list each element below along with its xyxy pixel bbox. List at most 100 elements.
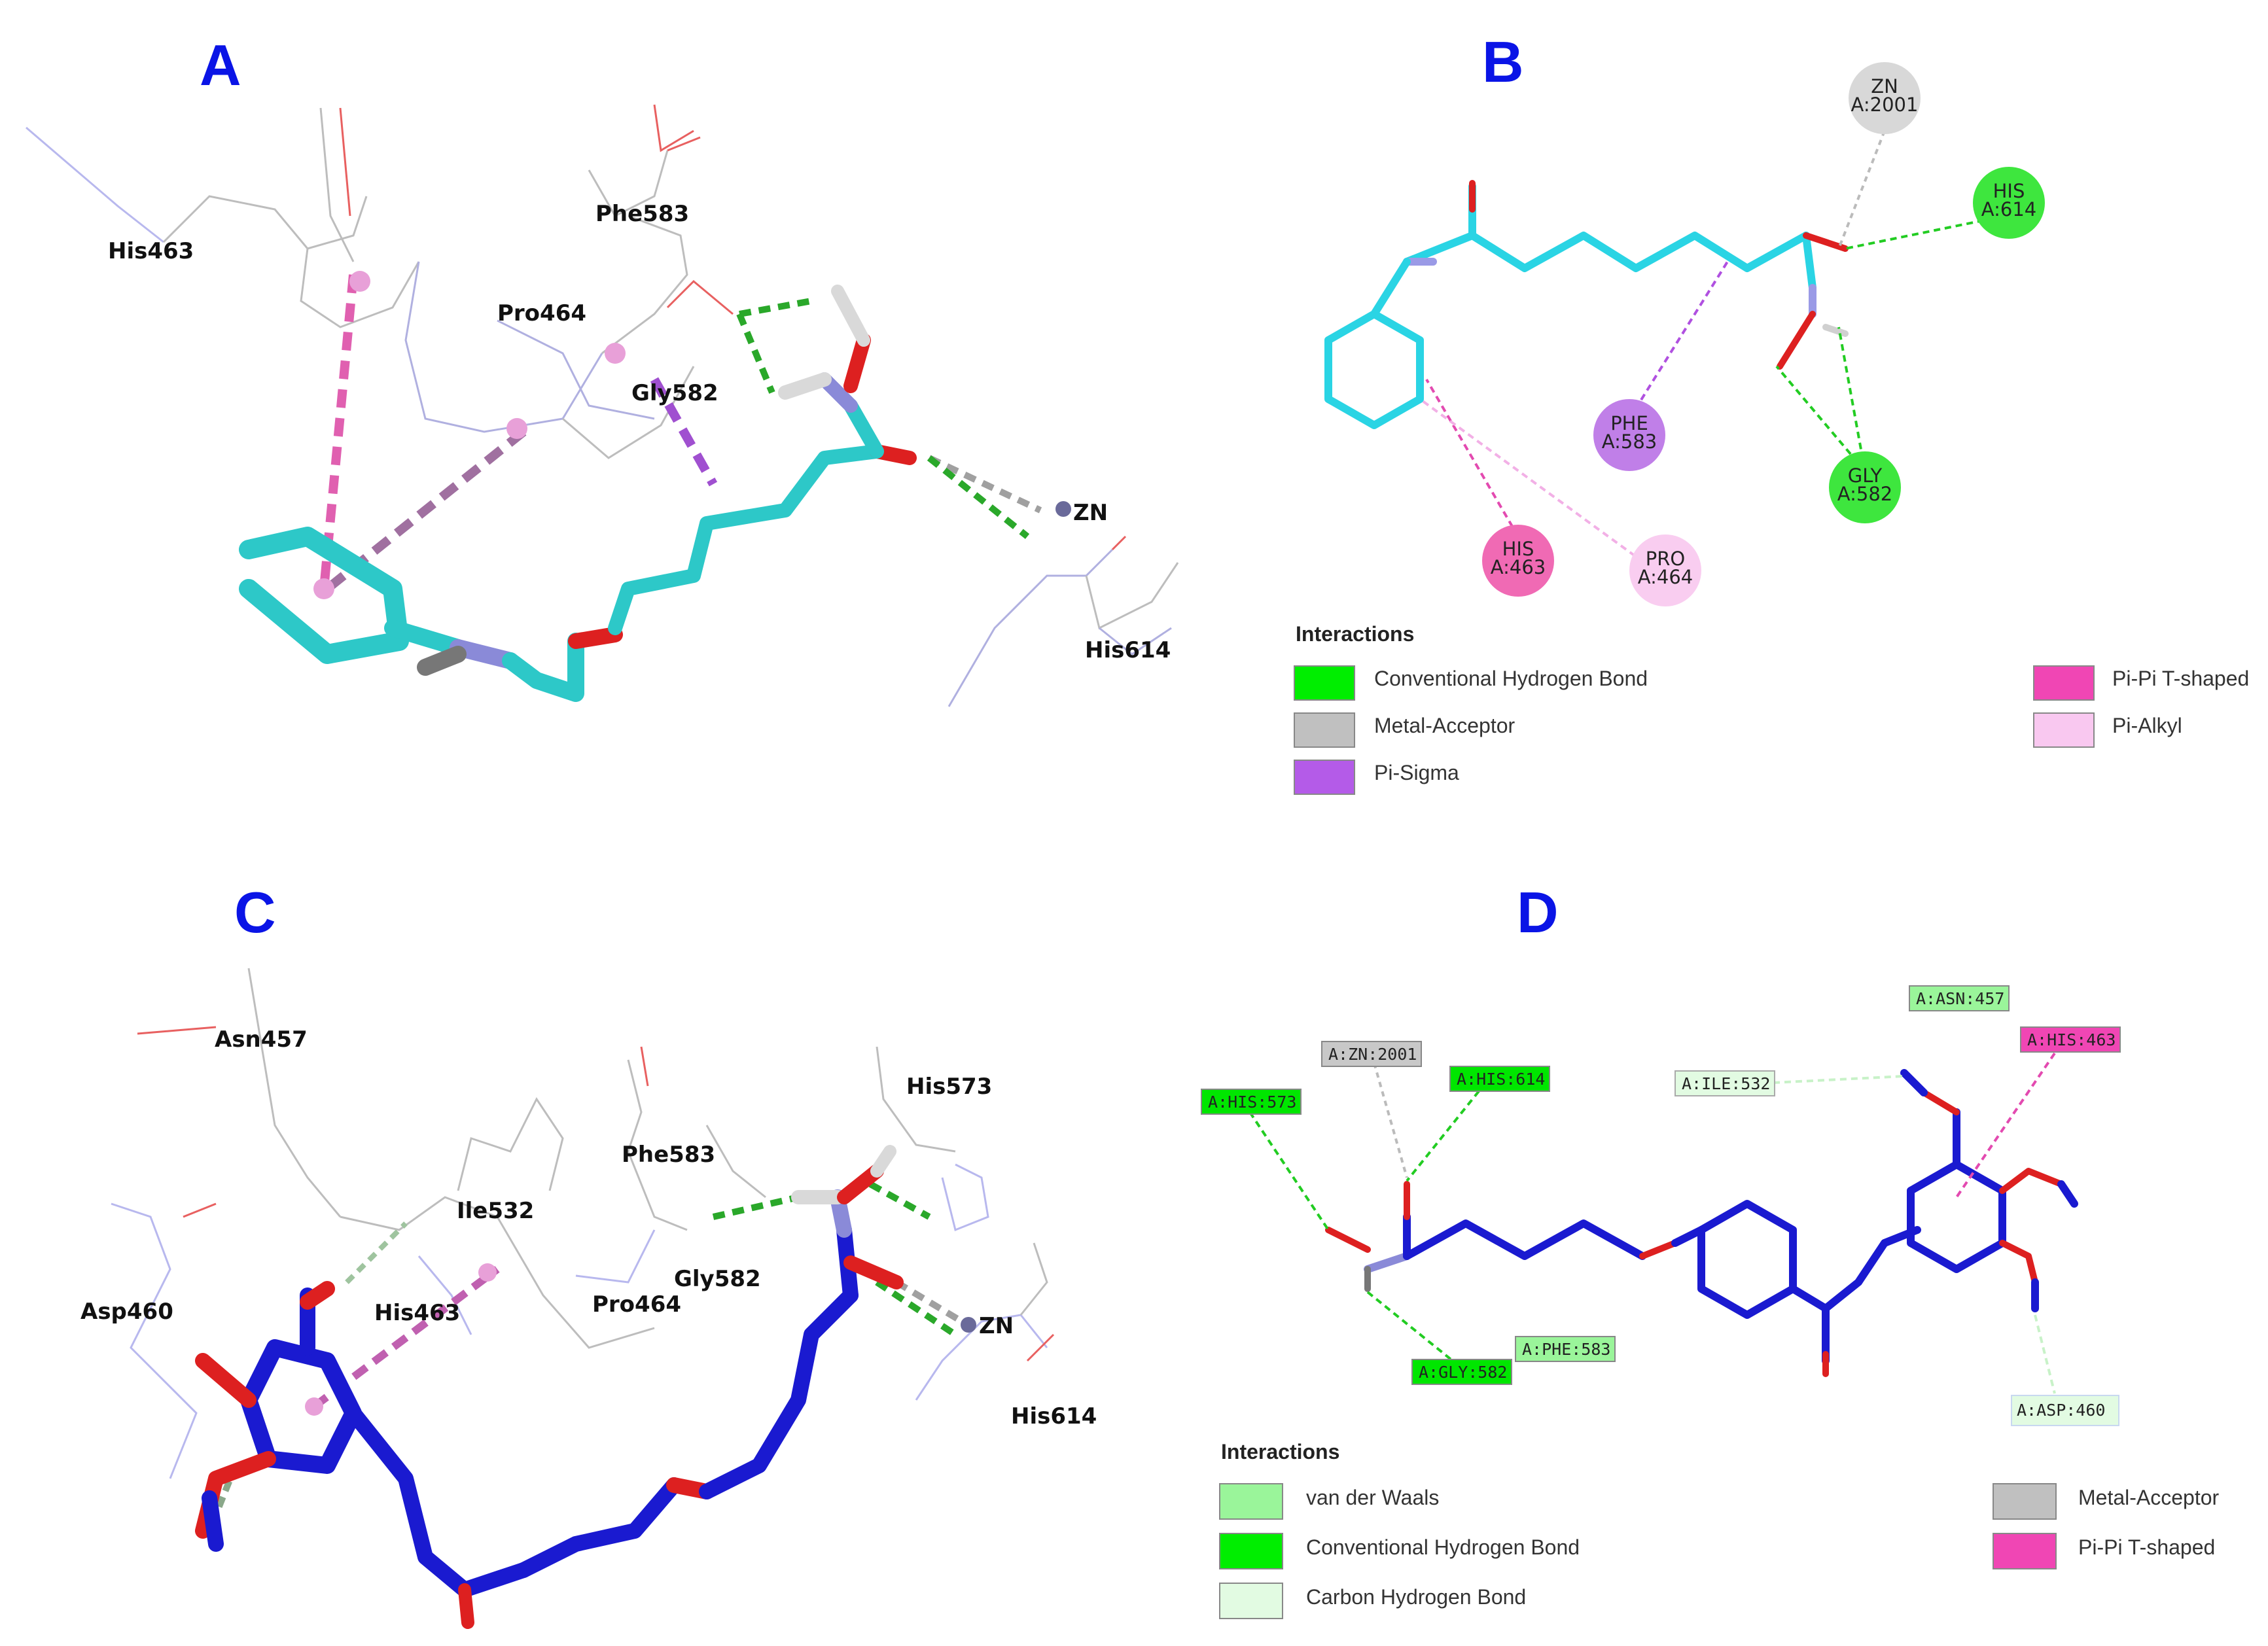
tag-his463-box	[2020, 1026, 2121, 1053]
label-pro464: Pro464	[497, 300, 586, 326]
node-gly582-id: A:582	[1837, 483, 1892, 505]
ligand-c	[195, 1145, 904, 1629]
legend-b-label-3: Pi-Pi T-shaped	[2112, 667, 2249, 690]
label-his614: His614	[1085, 637, 1171, 663]
interactions-d	[1249, 1052, 2056, 1394]
tag-asp460-box	[2011, 1395, 2119, 1426]
tag-his573: A:HIS:573	[1208, 1093, 1296, 1112]
tag-his614-box	[1449, 1066, 1550, 1092]
legend-b-label-4: Pi-Alkyl	[2112, 714, 2182, 737]
label-his463: His463	[374, 1300, 460, 1326]
protein-wire-a	[26, 104, 1179, 707]
node-his614-circle	[1973, 167, 2045, 239]
node-zn2001-id: A:2001	[1851, 94, 1919, 116]
legend-b-swatch-0	[1294, 665, 1355, 701]
node-zn2001-circle	[1849, 62, 1921, 134]
node-pro464-circle	[1629, 534, 1701, 606]
label-his463: His463	[108, 238, 194, 264]
node-phe583-id: A:583	[1602, 430, 1657, 453]
panel-label-d: D	[1517, 880, 1559, 945]
legend-d-label-4: Pi-Pi T-shaped	[2078, 1535, 2215, 1559]
label-zn: ZN	[1073, 500, 1108, 526]
ligand-a	[239, 285, 917, 702]
legend-b-label-1: Metal-Acceptor	[1374, 714, 1515, 737]
legend-d-label-1: Conventional Hydrogen Bond	[1306, 1535, 1580, 1559]
panel-b: B ZN	[1294, 29, 2249, 795]
node-his463: HIS A:463	[1482, 525, 1554, 597]
legend-d: Interactions van der Waals Conventional …	[1219, 1440, 2220, 1619]
tag-asn457-box	[1909, 985, 2010, 1011]
legend-b-title: Interactions	[1296, 622, 1414, 646]
node-pro464-id: A:464	[1638, 566, 1693, 588]
legend-d-label-2: Carbon Hydrogen Bond	[1306, 1585, 1526, 1609]
node-his614-name: HIS	[1993, 180, 2025, 202]
tag-gly582: A:GLY:582	[1419, 1363, 1507, 1382]
node-his463-name: HIS	[1502, 538, 1534, 560]
tag-asp460: A:ASP:460	[2017, 1401, 2105, 1420]
legend-d-swatch-4	[1993, 1533, 2057, 1569]
legend-d-label-3: Metal-Acceptor	[2078, 1486, 2220, 1509]
panel-label-a: A	[200, 33, 241, 97]
legend-b-swatch-1	[1294, 712, 1355, 748]
legend-d-swatch-3	[1993, 1483, 2057, 1520]
node-his463-id: A:463	[1491, 556, 1546, 578]
legend-b-label-0: Conventional Hydrogen Bond	[1374, 667, 1648, 690]
tag-zn2001-box	[1321, 1041, 1422, 1067]
label-phe583: Phe583	[595, 201, 689, 227]
node-zn2001: ZN A:2001	[1849, 62, 1921, 134]
label-phe583: Phe583	[622, 1142, 715, 1168]
node-pro464: PRO A:464	[1629, 534, 1701, 606]
tags-d: A:ZN:2001 A:HIS:573 A:HIS:614 A:ILE:532 …	[1201, 985, 2121, 1426]
legend-b: Interactions Conventional Hydrogen Bond …	[1294, 622, 2249, 795]
tag-asn457: A:ASN:457	[1916, 989, 2004, 1008]
ligand-2d-d	[1325, 1069, 2078, 1377]
label-ile532: Ile532	[457, 1198, 534, 1224]
nodes-b: ZN A:2001 HIS A:614 PHE A:583 GLY A:582 …	[1482, 62, 2045, 606]
node-gly582-circle	[1829, 451, 1901, 523]
node-phe583: PHE A:583	[1593, 399, 1665, 471]
legend-d-swatch-0	[1219, 1483, 1283, 1520]
tag-his614: A:HIS:614	[1457, 1070, 1545, 1089]
legend-b-label-2: Pi-Sigma	[1374, 761, 1459, 784]
tag-phe583: A:PHE:583	[1522, 1340, 1610, 1359]
residue-labels-a: His463 Phe583 Pro464 Gly582 ZN His614	[108, 201, 1171, 663]
panel-c: C	[80, 880, 1097, 1629]
label-his573: His573	[906, 1074, 992, 1100]
legend-d-label-0: van der Waals	[1306, 1486, 1439, 1509]
node-his614-id: A:614	[1981, 198, 2036, 220]
tag-ile532-box	[1674, 1070, 1775, 1096]
node-his614: HIS A:614	[1973, 167, 2045, 239]
ligand-2d-b	[1324, 180, 1849, 429]
tag-his573-box	[1201, 1089, 1302, 1115]
interactions-b	[1419, 130, 2006, 577]
node-phe583-name: PHE	[1610, 412, 1648, 434]
centroids-c	[305, 1263, 497, 1416]
legend-b-swatch-2	[1294, 760, 1355, 795]
legend-b-swatch-4	[2033, 712, 2095, 748]
label-pro464: Pro464	[592, 1291, 681, 1318]
legend-d-swatch-2	[1219, 1583, 1283, 1619]
tag-ile532: A:ILE:532	[1682, 1074, 1770, 1093]
node-phe583-circle	[1593, 399, 1665, 471]
tag-phe583-box	[1515, 1336, 1616, 1362]
panel-label-c: C	[234, 880, 276, 945]
node-gly582-name: GLY	[1848, 464, 1883, 487]
interactions-a	[319, 274, 1042, 593]
residue-labels-c: Asn457 His573 Phe583 Ile532 Gly582 Asp46…	[80, 1026, 1097, 1429]
node-his463-circle	[1482, 525, 1554, 597]
legend-b-swatch-3	[2033, 665, 2095, 701]
panel-d: D	[1201, 880, 2220, 1619]
tag-gly582-box	[1411, 1359, 1512, 1385]
zinc-ion-c	[961, 1317, 976, 1333]
node-zn2001-name: ZN	[1871, 75, 1898, 97]
node-pro464-name: PRO	[1646, 548, 1685, 570]
node-gly582: GLY A:582	[1829, 451, 1901, 523]
centroids-a	[313, 271, 626, 599]
protein-wire-c	[111, 968, 1055, 1479]
panel-label-b: B	[1482, 29, 1524, 94]
label-gly582: Gly582	[631, 380, 718, 406]
tag-his463: A:HIS:463	[2027, 1030, 2116, 1049]
tag-zn2001: A:ZN:2001	[1328, 1045, 1417, 1064]
panel-a: A	[26, 33, 1179, 707]
